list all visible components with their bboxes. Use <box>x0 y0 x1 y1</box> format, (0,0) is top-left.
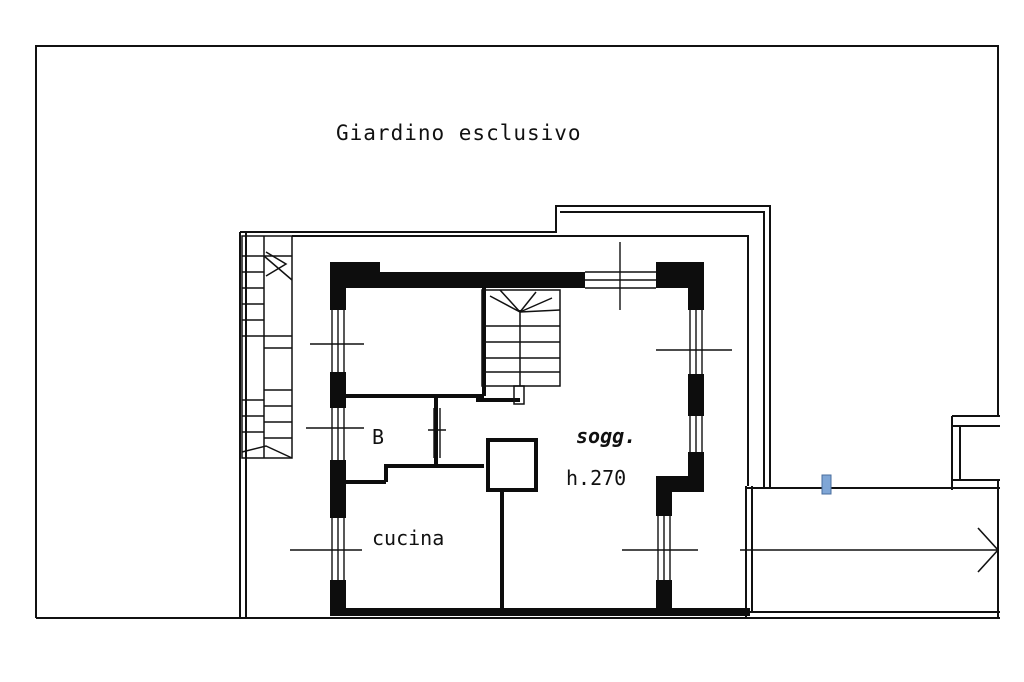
main-walls <box>330 262 750 616</box>
kitchen-label: cucina <box>372 526 444 550</box>
interior-partitions <box>346 288 538 610</box>
garden-label: Giardino esclusivo <box>336 121 582 145</box>
entrance-arrow <box>740 527 1000 573</box>
terrace-outline <box>239 205 1000 618</box>
height-label: h.270 <box>566 466 626 490</box>
internal-staircase <box>481 289 561 405</box>
blue-marker <box>821 474 832 495</box>
living-label: sogg. <box>576 424 636 448</box>
windows <box>290 242 732 580</box>
external-staircase <box>241 235 293 459</box>
bath-label: B <box>372 425 384 449</box>
